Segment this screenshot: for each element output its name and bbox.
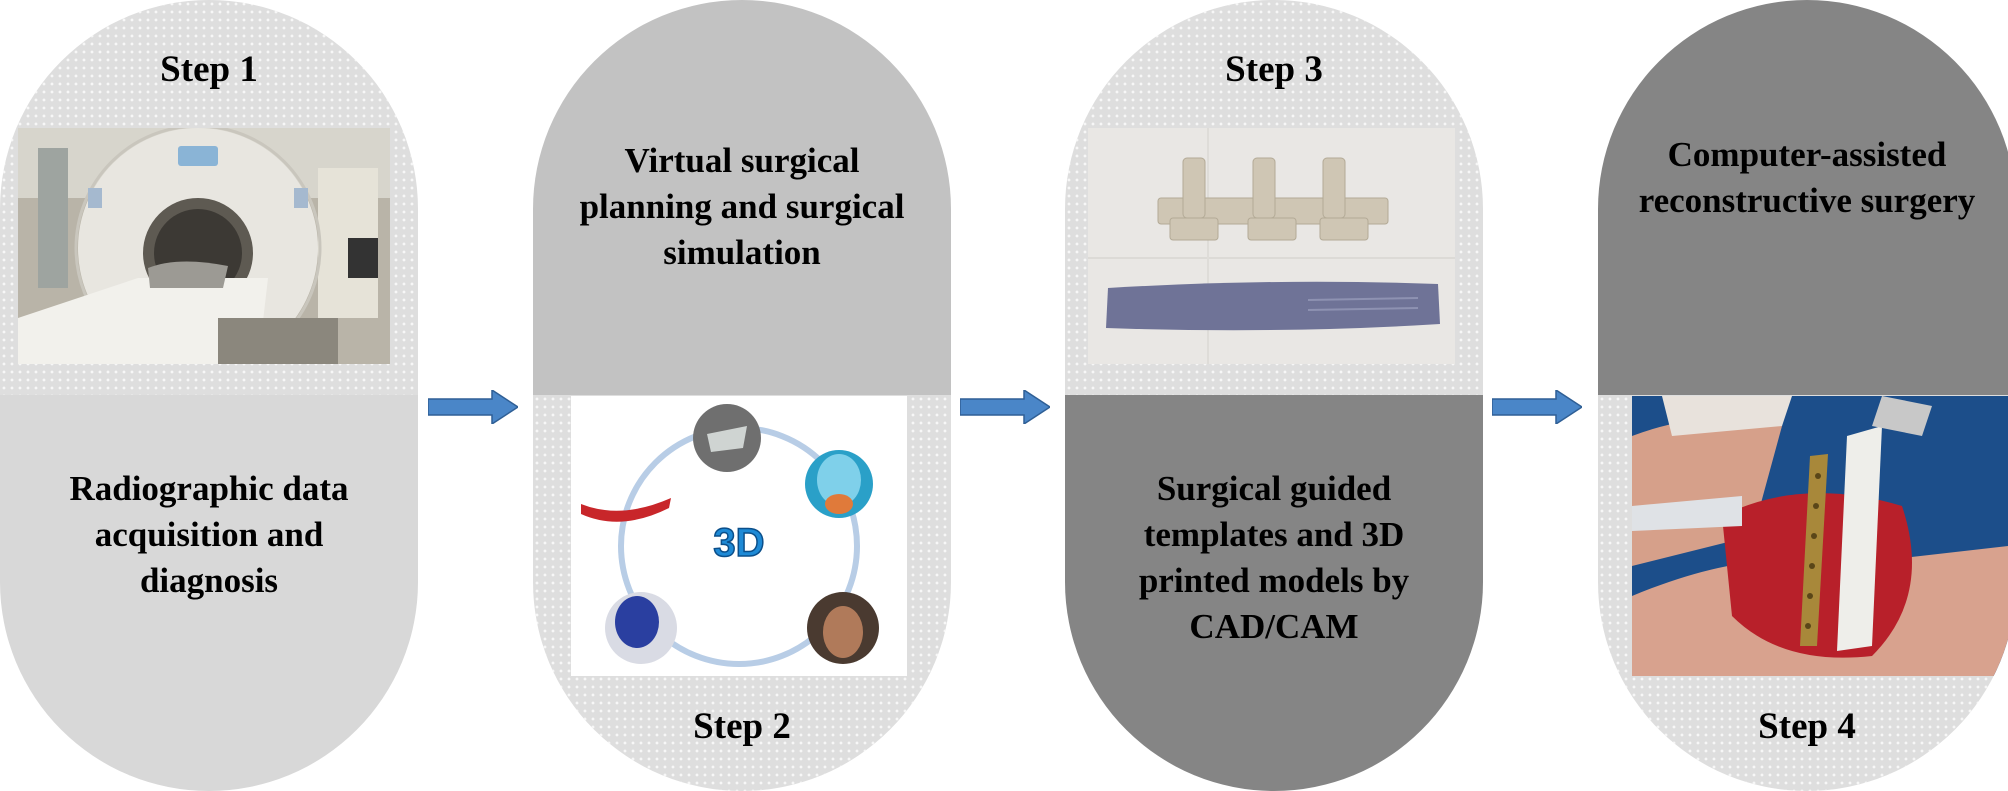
- intraoperative-photo: [1632, 396, 2008, 676]
- step-2-description: Virtual surgical planning and surgical s…: [579, 141, 905, 272]
- step-3-label: Step 3: [1225, 49, 1323, 90]
- arrow-right-icon: [1492, 390, 1582, 424]
- step-4-label: Step 4: [1758, 706, 1856, 747]
- arrow-right-icon: [428, 390, 518, 424]
- virtual-planning-3d-collage: 3D: [571, 396, 907, 676]
- step-1-description: Radiographic data acquisition and diagno…: [69, 469, 349, 600]
- step-2-card: Virtual surgical planning and surgical s…: [533, 0, 951, 791]
- 3d-badge: 3D: [713, 521, 764, 565]
- step-3-card: Step 3 Surgical guided templates and 3D …: [1065, 0, 1483, 791]
- step-1-label: Step 1: [160, 49, 258, 90]
- step-3-description: Surgical guided templates and 3D printed…: [1138, 469, 1410, 646]
- step-4-card: Computer-assisted reconstructive surgery…: [1598, 0, 2008, 791]
- step-2-top-panel: [533, 0, 951, 395]
- step-4-description: Computer-assisted reconstructive surgery: [1638, 135, 1976, 220]
- arrow-right-icon: [960, 390, 1050, 424]
- step-4-top-panel: [1598, 0, 2008, 395]
- step-2-label: Step 2: [693, 706, 791, 747]
- step-1-card: Step 1 Radiographic data acquisition and…: [0, 0, 418, 791]
- step-1-bottom-panel: [0, 395, 418, 791]
- printed-surgical-guides-photo: [1088, 128, 1455, 364]
- step-3-bottom-panel: [1065, 395, 1483, 791]
- ct-scanner-photo: [18, 128, 390, 364]
